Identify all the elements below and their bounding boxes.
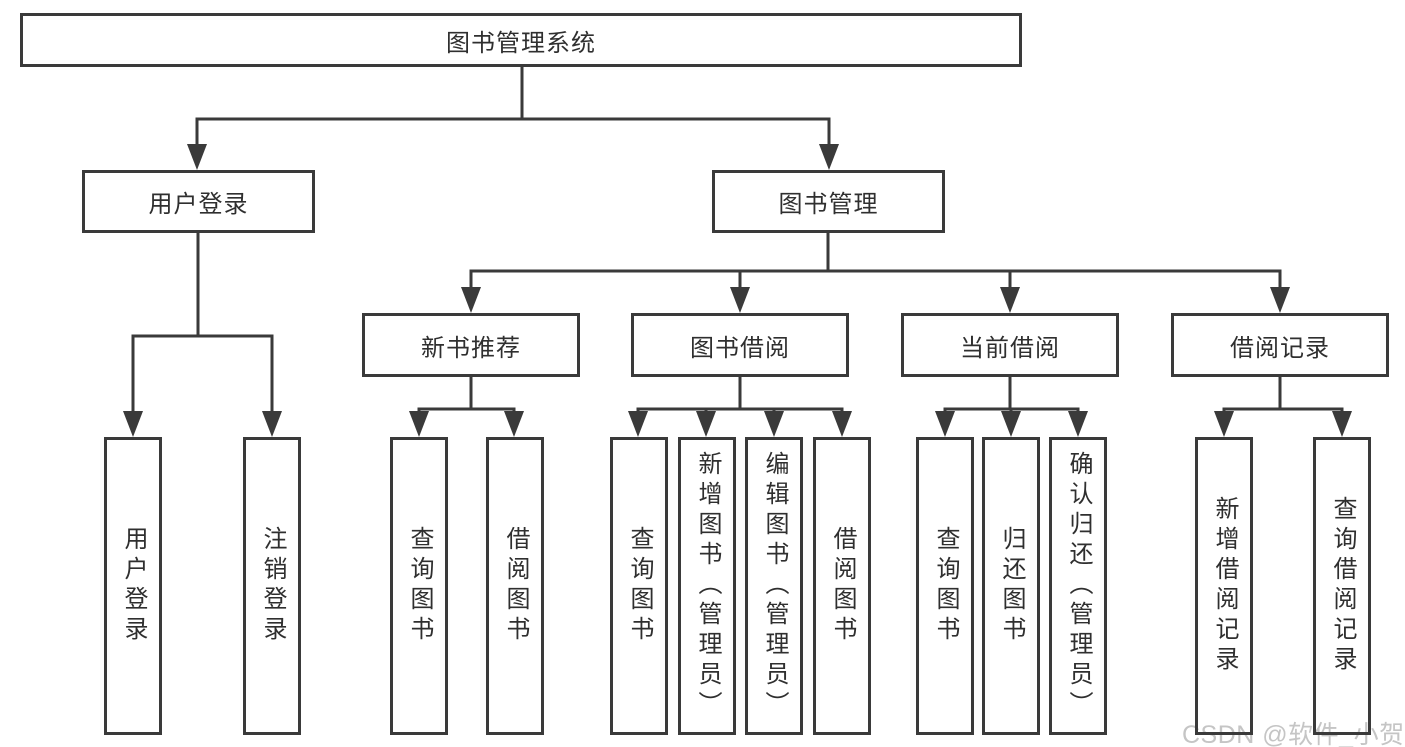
leaf-label: 新增借阅记录 <box>1211 496 1238 676</box>
node-user-login-label: 用户登录 <box>148 191 249 218</box>
leaf-logout: 注销登录 <box>243 437 301 735</box>
node-records: 借阅记录 <box>1171 313 1389 377</box>
node-current: 当前借阅 <box>901 313 1119 377</box>
leaf-label: 借阅图书 <box>502 526 529 646</box>
leaf-current-return: 归还图书 <box>982 437 1040 735</box>
leaf-current-confirm-admin: 确认归还（管理员） <box>1049 437 1107 735</box>
node-book-mgmt: 图书管理 <box>712 170 945 233</box>
node-book-mgmt-label: 图书管理 <box>778 191 879 218</box>
node-root-label: 图书管理系统 <box>446 29 596 57</box>
leaf-records-query: 查询借阅记录 <box>1313 437 1371 735</box>
leaf-newbook-borrow: 借阅图书 <box>486 437 544 735</box>
connector-path-book-mgmt-fork <box>469 233 1282 290</box>
leaf-label: 借阅图书 <box>829 526 856 646</box>
connector-path-new-book-fork <box>417 377 516 415</box>
node-new-book: 新书推荐 <box>362 313 580 377</box>
node-current-label: 当前借阅 <box>960 334 1060 362</box>
leaf-label: 编辑图书（管理员） <box>761 451 788 721</box>
leaf-label: 查询图书 <box>932 526 959 646</box>
leaf-records-add: 新增借阅记录 <box>1195 437 1253 735</box>
leaf-label: 确认归还（管理员） <box>1065 451 1092 721</box>
node-borrow-label: 图书借阅 <box>690 334 790 362</box>
arrowhead-icons <box>123 144 1352 437</box>
leaf-current-query: 查询图书 <box>916 437 974 735</box>
connector-path-root-fork <box>195 67 831 147</box>
leaf-label: 查询图书 <box>626 526 653 646</box>
leaf-label: 注销登录 <box>259 526 286 646</box>
leaf-borrow-edit-admin: 编辑图书（管理员） <box>745 437 803 735</box>
node-user-login: 用户登录 <box>82 170 315 233</box>
leaf-label: 查询借阅记录 <box>1329 496 1356 676</box>
leaf-label: 用户登录 <box>120 526 147 646</box>
connector-path-current-fork <box>943 377 1080 415</box>
node-new-book-label: 新书推荐 <box>421 334 521 362</box>
leaf-label: 查询图书 <box>406 526 433 646</box>
node-records-label: 借阅记录 <box>1230 334 1330 362</box>
leaf-newbook-query: 查询图书 <box>390 437 448 735</box>
node-borrow: 图书借阅 <box>631 313 849 377</box>
leaf-label: 归还图书 <box>998 526 1025 646</box>
leaf-user-login: 用户登录 <box>104 437 162 735</box>
leaf-borrow-borrow: 借阅图书 <box>813 437 871 735</box>
leaf-borrow-add-admin: 新增图书（管理员） <box>678 437 736 735</box>
leaf-label: 新增图书（管理员） <box>694 451 721 721</box>
connector-path-records-fork <box>1222 377 1344 415</box>
connector-path-user-login-fork <box>131 233 274 414</box>
connector-path-borrow-fork <box>636 377 844 415</box>
node-root: 图书管理系统 <box>20 13 1022 67</box>
leaf-borrow-query: 查询图书 <box>610 437 668 735</box>
